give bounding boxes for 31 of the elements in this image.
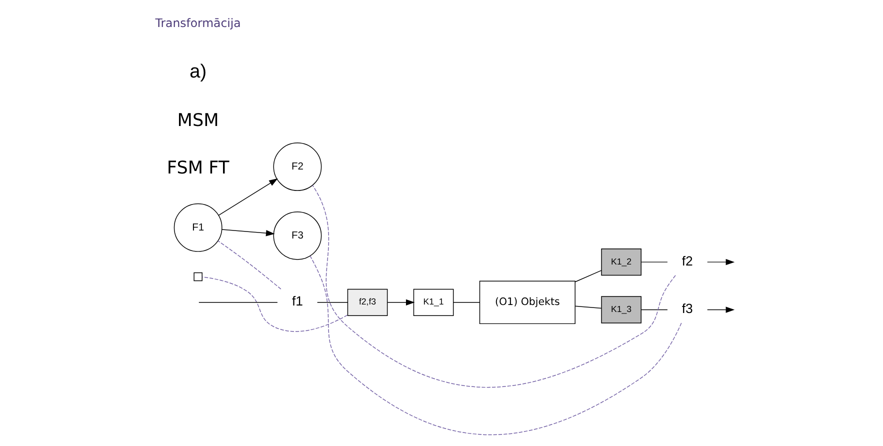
arrow: [706, 306, 735, 313]
connector: [574, 270, 602, 282]
node-text: f2: [682, 253, 693, 268]
node-box: (O1) Objekts: [479, 280, 576, 324]
node-box: K1_1: [413, 288, 454, 316]
arrow: [218, 178, 278, 216]
connector: [312, 184, 676, 388]
connector: [316, 302, 348, 303]
connector: [198, 302, 278, 303]
node-circle: F3: [273, 211, 322, 260]
connector: [453, 302, 480, 303]
arrow: [387, 299, 415, 306]
connector: [574, 306, 602, 309]
arrow: [222, 229, 275, 236]
node-box: [194, 272, 202, 282]
label: FSM FT: [166, 158, 230, 178]
node-box: K1_3: [601, 296, 642, 324]
node-text: f3: [682, 300, 693, 316]
connector: [218, 240, 282, 290]
connector: [641, 309, 668, 310]
node-circle: F1: [174, 203, 222, 252]
label: a): [190, 61, 207, 82]
arrow: [706, 258, 735, 266]
label: MSM: [177, 110, 219, 131]
label: Transformācija: [155, 16, 241, 30]
node-text: f1: [292, 294, 303, 309]
node-box: K1_2: [601, 248, 642, 276]
connector: [202, 276, 348, 332]
connector: [310, 256, 682, 436]
node-box: f2,f3: [347, 288, 388, 316]
node-circle: F2: [273, 142, 322, 191]
